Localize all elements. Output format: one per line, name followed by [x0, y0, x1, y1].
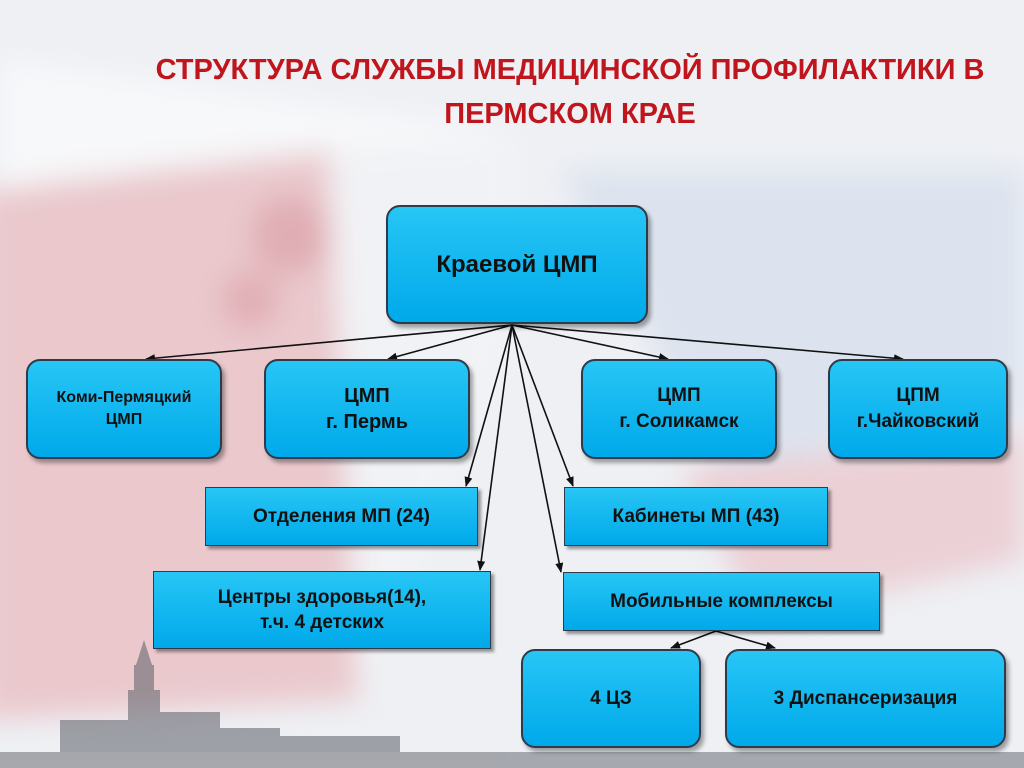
- node-chaykovsky-line-1: ЦПМ: [896, 385, 940, 406]
- title-line-1: СТРУКТУРА СЛУЖБЫ МЕДИЦИНСКОЙ ПРОФИЛАКТИК…: [155, 54, 985, 86]
- node-mobile-complexes: Мобильные комплексы: [563, 572, 880, 631]
- city-silhouette: [0, 640, 1024, 768]
- node-3-dispensary: 3 Диспансеризация: [725, 649, 1006, 748]
- node-mobile-complexes-text: Мобильные комплексы: [610, 590, 833, 612]
- node-solikamsk-line-2: г. Соликамск: [619, 411, 739, 432]
- node-health-centers-line-1: Центры здоровья(14),: [217, 587, 427, 608]
- link-mobilnye-disp3: [715, 630, 776, 650]
- node-health-centers: Центры здоровья(14), т.ч. 4 детских: [153, 571, 491, 649]
- node-komi-permyak-line-1: Коми-Пермяцкий: [56, 389, 192, 406]
- link-root-komi: [145, 324, 513, 363]
- link-root-otdeleniya: [464, 324, 513, 487]
- node-offices: Кабинеты МП (43): [564, 487, 828, 546]
- link-root-kabinety: [511, 324, 574, 487]
- link-root-mobilnye: [511, 324, 564, 573]
- link-root-perm: [387, 324, 513, 361]
- node-departments: Отделения МП (24): [205, 487, 478, 546]
- node-departments-text: Отделения МП (24): [253, 505, 430, 527]
- link-root-centry: [477, 324, 513, 571]
- node-regional-center: Краевой ЦМП: [386, 205, 648, 324]
- node-3-dispensary-text: 3 Диспансеризация: [773, 687, 958, 709]
- node-perm-line-2: г. Пермь: [326, 411, 408, 433]
- page-title: СТРУКТУРА СЛУЖБЫ МЕДИЦИНСКОЙ ПРОФИЛАКТИК…: [40, 48, 1024, 136]
- node-health-centers-line-2: т.ч. 4 детских: [259, 612, 385, 633]
- node-solikamsk: ЦМП г. Соликамск: [581, 359, 777, 459]
- node-offices-text: Кабинеты МП (43): [612, 505, 780, 527]
- node-komi-permyak-line-2: ЦМП: [105, 411, 143, 428]
- node-chaykovsky: ЦПМ г.Чайковский: [828, 359, 1008, 459]
- link-root-chaykovsky: [511, 324, 904, 363]
- node-solikamsk-line-1: ЦМП: [657, 385, 701, 406]
- node-perm: ЦМП г. Пермь: [264, 359, 470, 459]
- node-komi-permyak: Коми-Пермяцкий ЦМП: [26, 359, 222, 459]
- node-4-health-centers-text: 4 ЦЗ: [590, 687, 632, 709]
- node-chaykovsky-line-2: г.Чайковский: [856, 411, 980, 432]
- node-perm-line-1: ЦМП: [344, 385, 390, 407]
- node-regional-center-text: Краевой ЦМП: [436, 250, 598, 278]
- link-mobilnye-cz4: [670, 630, 717, 649]
- node-4-health-centers: 4 ЦЗ: [521, 649, 701, 748]
- title-line-2: ПЕРМСКОМ КРАЕ: [444, 98, 696, 130]
- link-root-solikamsk: [511, 324, 669, 361]
